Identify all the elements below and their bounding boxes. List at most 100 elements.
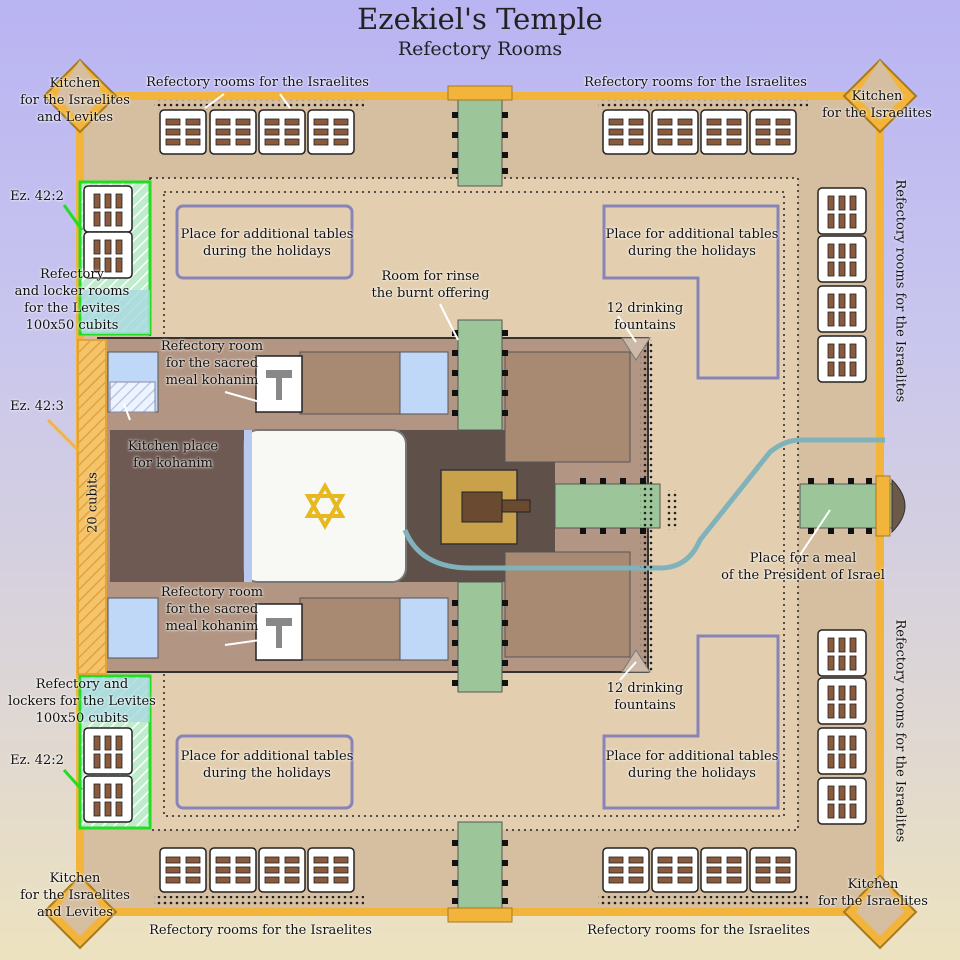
colonnade-dots — [154, 100, 808, 906]
water-channel — [402, 437, 885, 571]
refectory-table-unit — [817, 335, 867, 383]
gate-column — [502, 112, 508, 118]
gate-column — [452, 390, 458, 396]
label-kitchen-top-right: Kitchen for the Israelites — [822, 89, 932, 121]
label-kitchen-kohanim: Kitchen place for kohanim — [127, 439, 219, 471]
gate-column — [866, 478, 872, 484]
gate-column — [502, 660, 508, 666]
gate-column — [452, 600, 458, 606]
levite-table-unit — [83, 775, 133, 823]
kohanim-refectory-top — [255, 355, 303, 413]
refectory-table-unit — [817, 677, 867, 725]
page-title: Ezekiel's Temple — [357, 2, 603, 36]
gate-column — [452, 620, 458, 626]
refectory-table-unit — [602, 847, 650, 893]
label-fountains-bottom: 12 drinking fountains — [606, 681, 684, 713]
refectory-table-unit — [258, 847, 306, 893]
refectory-table-unit — [602, 109, 650, 155]
refectory-table-unit — [258, 109, 306, 155]
refectory-table-unit — [159, 109, 207, 155]
gate-column — [452, 640, 458, 646]
drinking-fountains — [621, 337, 651, 673]
label-additional-tables-bottom-left: Place for additional tables during the h… — [180, 749, 354, 781]
label-levites-bottom: Refectory and lockers for the Levites 10… — [8, 677, 156, 726]
label-refectory-israelites-top-left: Refectory rooms for the Israelites — [146, 75, 369, 90]
gate-column — [828, 528, 834, 534]
gate-column — [600, 478, 606, 484]
gate-column — [452, 898, 458, 904]
gate-column — [452, 880, 458, 886]
label-sacred-meal-top: Refectory room for the sacred meal kohan… — [160, 339, 264, 388]
gate-column — [502, 390, 508, 396]
gate-column — [808, 528, 814, 534]
gate-column — [502, 152, 508, 158]
refectory-table-unit — [749, 847, 797, 893]
gate-column — [502, 640, 508, 646]
label-levites-top: Refectory and locker rooms for the Levit… — [14, 267, 130, 333]
gate-column — [848, 528, 854, 534]
additional-table-zones — [175, 204, 780, 810]
gate-column — [502, 620, 508, 626]
gates — [447, 85, 906, 923]
gate-column — [828, 478, 834, 484]
gate-column — [502, 840, 508, 846]
label-ez-42-3: Ez. 42:3 — [10, 399, 64, 414]
gate-column — [502, 600, 508, 606]
refectory-table-unit — [817, 235, 867, 283]
label-kitchen-top-left: Kitchen for the Israelites and Levites — [20, 76, 130, 125]
gate-column — [502, 168, 508, 174]
gate-column — [640, 478, 646, 484]
refectory-table-unit — [700, 847, 748, 893]
altar — [440, 469, 531, 545]
gate-column — [452, 410, 458, 416]
gate-column — [502, 132, 508, 138]
refectory-table-unit — [817, 727, 867, 775]
gate-column — [452, 840, 458, 846]
page-subtitle: Refectory Rooms — [397, 38, 563, 60]
gate-column — [620, 528, 626, 534]
gate-column — [452, 112, 458, 118]
label-president-meal: Place for a meal of the President of Isr… — [721, 551, 885, 583]
label-refectory-israelites-right-bottom: Refectory rooms for the Israelites — [892, 619, 908, 843]
gate-column — [452, 860, 458, 866]
levite-table-unit — [83, 727, 133, 775]
refectory-table-unit — [159, 847, 207, 893]
label-refectory-israelites-bottom-right: Refectory rooms for the Israelites — [587, 923, 810, 938]
temple-building — [243, 429, 407, 583]
gate-column — [502, 860, 508, 866]
label-fountains-top: 12 drinking fountains — [606, 301, 684, 333]
gate-column — [866, 528, 872, 534]
gate-column — [452, 152, 458, 158]
refectory-table-unit — [817, 285, 867, 333]
levite-table-unit — [83, 185, 133, 233]
refectory-table-unit — [651, 109, 699, 155]
label-sacred-meal-bottom: Refectory room for the sacred meal kohan… — [160, 585, 264, 634]
gate-columns — [452, 112, 872, 904]
gate-column — [580, 478, 586, 484]
refectory-table-unit — [209, 109, 257, 155]
label-additional-tables-top-left: Place for additional tables during the h… — [180, 227, 354, 259]
pointer-lines — [46, 93, 831, 792]
label-kitchen-bottom-left: Kitchen for the Israelites and Levites — [20, 871, 130, 920]
refectory-table-unit — [209, 847, 257, 893]
gate-column — [452, 132, 458, 138]
gate-column — [502, 370, 508, 376]
star-of-david-icon — [304, 481, 346, 531]
gate-column — [502, 880, 508, 886]
kohanim-refectory-bottom — [255, 603, 303, 661]
label-rinse-room: Room for rinse the burnt offering — [371, 269, 490, 301]
label-refectory-israelites-bottom-left: Refectory rooms for the Israelites — [149, 923, 372, 938]
gate-column — [640, 528, 646, 534]
gate-column — [502, 350, 508, 356]
refectory-table-unit — [749, 109, 797, 155]
gate-column — [808, 478, 814, 484]
refectory-table-unit — [307, 109, 355, 155]
gate-column — [452, 168, 458, 174]
label-refectory-israelites-right-top: Refectory rooms for the Israelites — [892, 179, 908, 403]
gate-column — [452, 660, 458, 666]
gate-column — [502, 410, 508, 416]
gate-column — [452, 350, 458, 356]
gate-column — [600, 528, 606, 534]
label-kitchen-bottom-right: Kitchen for the Israelites — [818, 877, 928, 909]
